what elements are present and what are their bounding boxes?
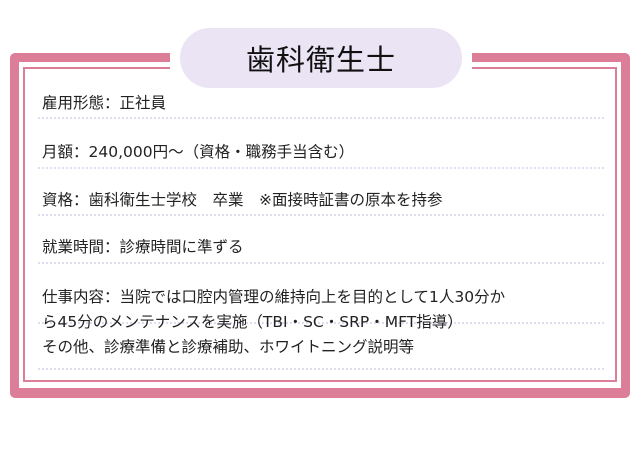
divider (38, 262, 604, 264)
job-title: 歯科衛生士 (180, 28, 462, 88)
employment-type: 雇用形態：正社員 (42, 94, 167, 112)
divider (38, 117, 604, 119)
divider (38, 214, 604, 216)
job-description-line-1: 仕事内容：当院では口腔内管理の維持向上を目的として1人30分か (42, 288, 506, 306)
job-description-line-2: ら45分のメンテナンスを実施（TBI・SC・SRP・MFT指導） (42, 313, 463, 331)
divider (38, 167, 604, 169)
top-border-left (23, 67, 173, 69)
divider (38, 322, 604, 324)
top-border-right (470, 67, 615, 69)
divider (38, 368, 604, 370)
card-inner-border (23, 67, 617, 382)
salary: 月額：240,000円～（資格・職務手当含む） (42, 143, 355, 161)
job-description-line-3: その他、診療準備と診療補助、ホワイトニング説明等 (42, 338, 415, 356)
working-hours: 就業時間：診療時間に準ずる (42, 238, 244, 256)
qualification: 資格：歯科衛生士学校 卒業 ※面接時証書の原本を持参 (42, 191, 443, 209)
